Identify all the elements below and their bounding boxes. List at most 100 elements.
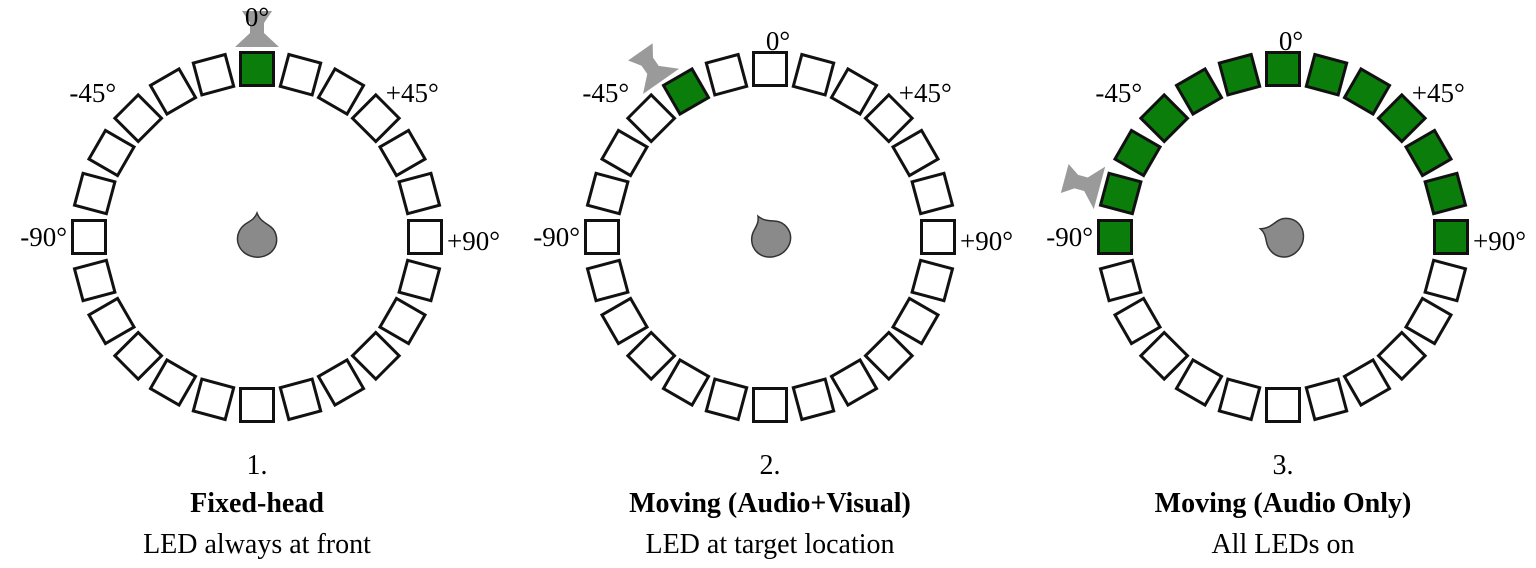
led-ring (584, 51, 956, 423)
caption-description: All LEDs on (1211, 529, 1354, 560)
label-0-deg: 0° (1279, 26, 1303, 56)
caption-description: LED at target location (645, 529, 894, 560)
led-off (350, 330, 402, 382)
led-off (278, 377, 323, 422)
led-off (350, 92, 402, 144)
caption-description: LED always at front (143, 529, 371, 560)
led-off (661, 357, 711, 408)
led-off (278, 52, 323, 97)
panel-moving-audio-only: 0° -45° +45° -90° +90° 3. Moving (Audio … (1046, 26, 1526, 560)
led-ring (1097, 51, 1469, 423)
head-icon (1258, 217, 1305, 258)
label-0-deg: 0° (245, 2, 269, 32)
led-off (920, 219, 956, 255)
led-off (829, 66, 879, 117)
led-off (910, 258, 955, 303)
led-off (1376, 330, 1428, 382)
led-on (1304, 52, 1349, 97)
led-on (1376, 92, 1428, 144)
caption-title: Fixed-head (190, 488, 324, 519)
led-off (191, 377, 236, 422)
speaker-shape (628, 43, 680, 94)
caption-title: Moving (Audio+Visual) (629, 488, 911, 519)
label-plus-90-deg: +90° (447, 226, 500, 256)
led-on (1098, 171, 1143, 216)
label-plus-45-deg: +45° (386, 78, 439, 108)
led-on (1403, 128, 1454, 178)
led-off (910, 171, 955, 216)
label-plus-90-deg: +90° (960, 226, 1013, 256)
head-icon (236, 210, 278, 258)
panel-fixed-head: 0° -45° +45° -90° +90° 1. Fixed-head LED… (20, 2, 500, 560)
led-off (316, 66, 366, 117)
led-off (791, 377, 836, 422)
led-off (599, 128, 650, 178)
led-off (377, 296, 428, 346)
led-off (397, 171, 442, 216)
led-off (599, 296, 650, 346)
led-on (1423, 171, 1468, 216)
led-off (72, 258, 117, 303)
led-off (112, 92, 164, 144)
panel-moving-audio-visual: 0° -45° +45° -90° +90° 2. Moving (Audio+… (533, 26, 1013, 560)
led-on (1138, 92, 1190, 144)
led-on (1342, 66, 1392, 117)
led-off (704, 52, 749, 97)
led-off (407, 219, 443, 255)
led-off (585, 258, 630, 303)
led-off (625, 330, 677, 382)
led-off (752, 51, 788, 87)
led-off (890, 128, 941, 178)
led-on (239, 51, 275, 87)
label-minus-45-deg: -45° (1095, 78, 1142, 108)
head-shape (1258, 217, 1305, 258)
led-off (1112, 296, 1163, 346)
led-off (239, 387, 275, 423)
caption-title: Moving (Audio Only) (1155, 488, 1412, 519)
head-shape (750, 214, 792, 258)
led-off (377, 128, 428, 178)
label-plus-90-deg: +90° (1473, 226, 1526, 256)
led-off (1098, 258, 1143, 303)
led-off (148, 357, 198, 408)
led-off (316, 357, 366, 408)
led-off (72, 171, 117, 216)
label-minus-45-deg: -45° (69, 78, 116, 108)
led-off (791, 52, 836, 97)
led-on (1097, 219, 1133, 255)
led-on (661, 66, 711, 117)
led-off (863, 330, 915, 382)
led-off (86, 296, 137, 346)
led-off (1217, 377, 1262, 422)
speaker-shape (1060, 164, 1106, 210)
speaker-icon (235, 11, 279, 47)
label-minus-90-deg: -90° (1046, 222, 1093, 252)
led-on (1112, 128, 1163, 178)
label-plus-45-deg: +45° (899, 78, 952, 108)
led-off (752, 387, 788, 423)
label-minus-45-deg: -45° (582, 78, 629, 108)
speaker-icon (1060, 164, 1106, 210)
led-off (1265, 387, 1301, 423)
led-off (625, 92, 677, 144)
caption-number: 1. (247, 450, 268, 481)
led-off (1174, 357, 1224, 408)
label-minus-90-deg: -90° (533, 222, 580, 252)
led-off (890, 296, 941, 346)
led-off (71, 219, 107, 255)
led-off (584, 219, 620, 255)
label-plus-45-deg: +45° (1412, 78, 1465, 108)
label-0-deg: 0° (766, 26, 790, 56)
led-off (829, 357, 879, 408)
led-off (86, 128, 137, 178)
led-off (1304, 377, 1349, 422)
led-off (863, 92, 915, 144)
label-minus-90-deg: -90° (20, 222, 67, 252)
speaker-icon (628, 43, 680, 94)
caption-number: 3. (1273, 450, 1294, 481)
led-off (112, 330, 164, 382)
led-off (704, 377, 749, 422)
led-on (1174, 66, 1224, 117)
led-off (1138, 330, 1190, 382)
led-on (1433, 219, 1469, 255)
